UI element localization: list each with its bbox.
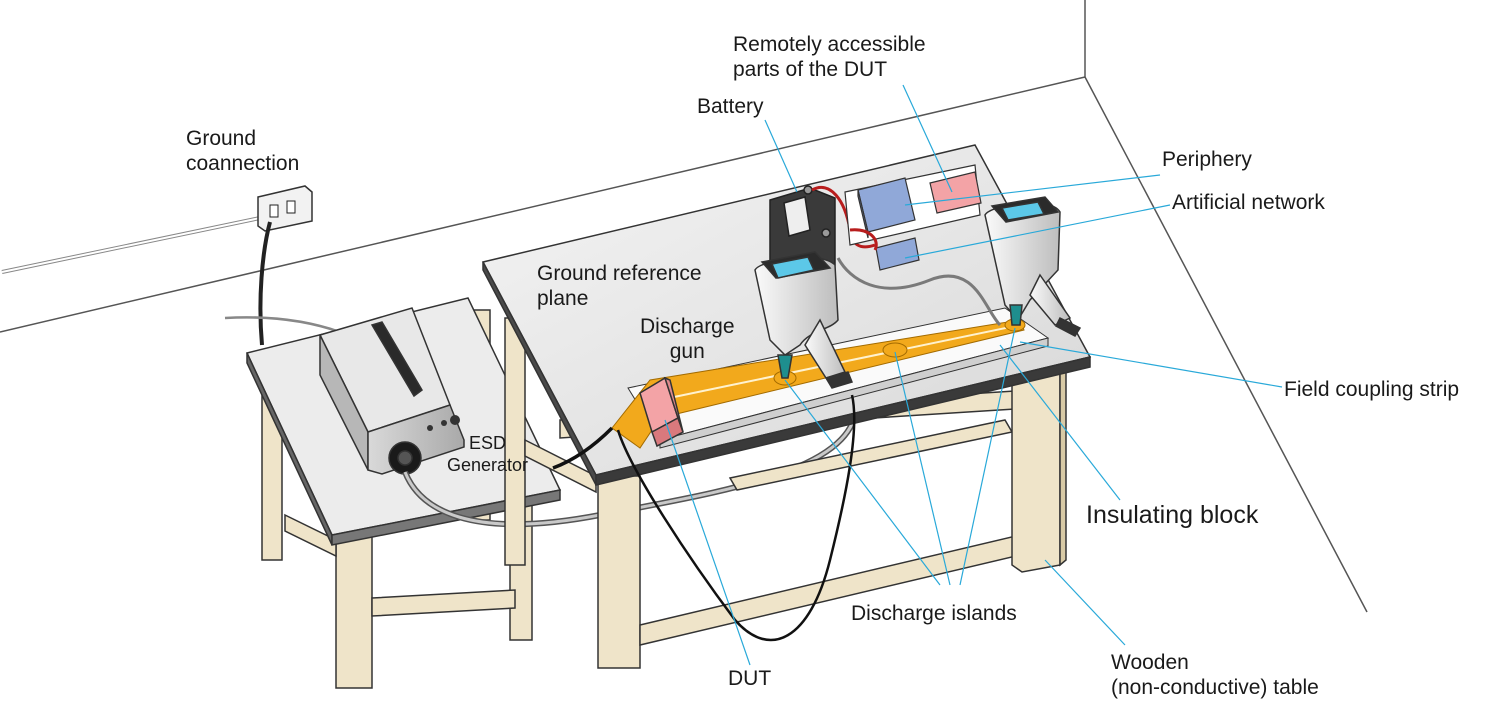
leader-wooden-table (1044, 559, 1126, 646)
leader-dut (664, 419, 751, 666)
label-discharge-gun: Discharge gun (640, 314, 735, 364)
generator-ground-lead (552, 426, 614, 470)
label-wooden-table-line1: Wooden (1111, 651, 1189, 674)
label-ground-connection-line1: Ground (186, 127, 257, 150)
periphery-area (844, 164, 982, 271)
wall-floor-edge-left (0, 76, 1086, 333)
label-dut: DUT (728, 667, 772, 690)
leader-periphery (904, 174, 1161, 206)
label-ground-reference-plane-line2: plane (537, 287, 589, 310)
discharge-gun-right (984, 196, 1082, 337)
label-remote-parts: Remotely accessible parts of the DUT (733, 32, 926, 82)
label-field-coupling-strip: Field coupling strip (1284, 378, 1460, 401)
room-walls (0, 0, 1368, 613)
plane-ground-cable (616, 394, 856, 642)
leader-islands-3 (959, 327, 1016, 586)
label-discharge-gun-line2: gun (669, 340, 705, 363)
label-discharge-islands: Discharge islands (851, 602, 1017, 625)
label-artificial-network: Artificial network (1172, 191, 1325, 214)
label-insulating-block: Insulating block (1086, 501, 1259, 529)
label-esd-generator-line1: ESD (469, 433, 507, 453)
label-ground-reference-plane: Ground reference plane (537, 261, 702, 311)
network-wire (849, 228, 878, 251)
leader-insulating-block (999, 344, 1121, 501)
label-battery: Battery (697, 95, 764, 118)
label-ground-connection: Ground coannection (186, 126, 299, 176)
label-esd-generator: ESD Generator (447, 432, 528, 476)
leader-field-coupling (1019, 341, 1283, 388)
leader-remote-parts (902, 84, 953, 193)
loose-wire (224, 316, 341, 334)
wall-floor-edge-right (1084, 76, 1368, 613)
wall-outlet (257, 185, 313, 232)
discharge-gun-left (754, 251, 854, 389)
label-esd-generator-line2: Generator (447, 455, 529, 475)
label-ground-connection-line2: coannection (186, 152, 300, 175)
label-periphery: Periphery (1162, 148, 1252, 171)
label-discharge-gun-line1: Discharge (640, 315, 735, 338)
label-remote-parts-line1: Remotely accessible (733, 33, 926, 56)
label-ground-reference-plane-line1: Ground reference (537, 262, 702, 285)
label-wooden-table-line2: (non-conductive) table (1111, 676, 1319, 699)
label-wooden-table: Wooden (non-conductive) table (1111, 650, 1319, 700)
leader-islands-2 (894, 351, 951, 586)
leader-lines (664, 84, 1283, 666)
grey-cable (836, 257, 1002, 327)
dut-box (639, 376, 684, 448)
ground-cable (258, 221, 272, 346)
leader-battery (764, 119, 798, 193)
label-remote-parts-line2: parts of the DUT (733, 58, 888, 81)
leader-artificial-network (904, 204, 1171, 259)
leader-islands-1 (784, 379, 941, 586)
esd-generator-unit (318, 307, 465, 475)
